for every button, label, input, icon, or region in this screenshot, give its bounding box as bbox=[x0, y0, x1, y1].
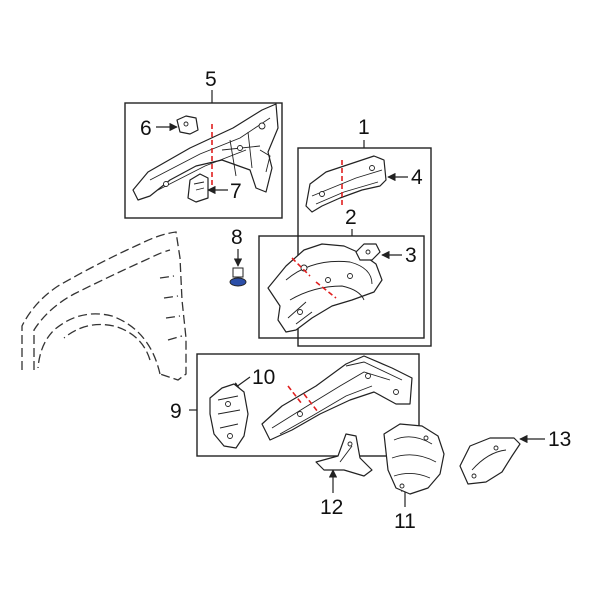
cut-line-9a bbox=[287, 385, 303, 405]
cut-line-2b bbox=[315, 281, 337, 299]
callout-12[interactable]: 12 bbox=[320, 496, 343, 519]
part-4-rail-section[interactable] bbox=[305, 155, 387, 213]
callout-1[interactable]: 1 bbox=[358, 116, 370, 139]
callout-2[interactable]: 2 bbox=[345, 206, 357, 229]
fender-outline bbox=[21, 231, 187, 381]
part-6-bracket[interactable] bbox=[176, 115, 199, 135]
callout-7[interactable]: 7 bbox=[230, 180, 242, 203]
part-13-reinforcement[interactable] bbox=[459, 437, 521, 485]
callout-6[interactable]: 6 bbox=[140, 117, 152, 140]
callout-11[interactable]: 11 bbox=[394, 510, 416, 533]
part-2-wheelhouse[interactable] bbox=[267, 243, 383, 333]
group-box-2 bbox=[258, 235, 425, 339]
group-box-5 bbox=[124, 102, 283, 219]
callout-3[interactable]: 3 bbox=[405, 244, 417, 267]
part-7-bracket[interactable] bbox=[187, 173, 209, 203]
part-10-bracket[interactable] bbox=[209, 383, 249, 449]
cut-line-9b bbox=[303, 393, 319, 413]
part-8-clip[interactable] bbox=[229, 267, 247, 287]
part-11-shield[interactable] bbox=[383, 423, 445, 495]
callout-10[interactable]: 10 bbox=[252, 366, 275, 389]
callout-4[interactable]: 4 bbox=[411, 166, 423, 189]
part-12-bracket[interactable] bbox=[315, 433, 373, 477]
part-5-apron-panel[interactable] bbox=[132, 103, 279, 201]
callout-13[interactable]: 13 bbox=[548, 428, 571, 451]
group-box-9 bbox=[196, 353, 420, 457]
part-9-rail[interactable] bbox=[261, 355, 413, 441]
callout-5[interactable]: 5 bbox=[205, 68, 217, 91]
cut-line-2a bbox=[291, 257, 311, 277]
callout-9[interactable]: 9 bbox=[170, 400, 182, 423]
callout-8[interactable]: 8 bbox=[231, 226, 243, 249]
part-3-bracket[interactable] bbox=[355, 243, 381, 261]
